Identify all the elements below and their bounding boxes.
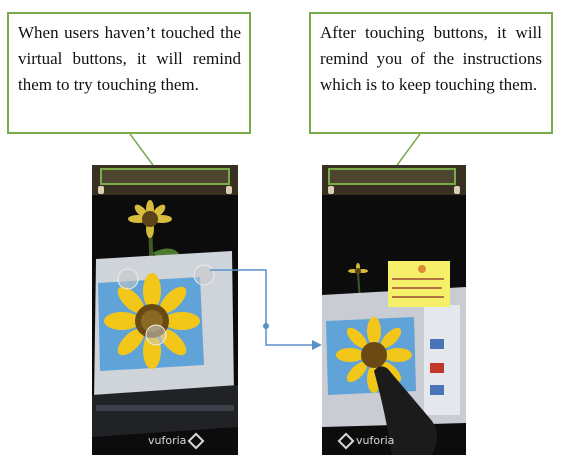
left-mini-button[interactable]	[328, 186, 334, 194]
callout-untouched-text: When users haven’t touched the virtual b…	[18, 23, 241, 94]
phone-screenshot-after: vuforia	[322, 165, 466, 455]
callout-touched: After touching buttons, it will remind y…	[309, 12, 553, 134]
virtual-button-2	[193, 264, 215, 286]
right-mini-button[interactable]	[226, 186, 232, 194]
virtual-button-3	[145, 324, 167, 346]
camera-view	[322, 261, 466, 455]
phone-screenshot-before: vuforia	[92, 165, 238, 455]
reminder-banner	[100, 168, 230, 185]
callout-untouched: When users haven’t touched the virtual b…	[7, 12, 251, 134]
vuforia-watermark: vuforia	[336, 432, 395, 449]
virtual-button-1	[117, 268, 139, 290]
virtual-flower	[348, 263, 368, 302]
instruction-banner	[328, 168, 456, 185]
callout-touched-text: After touching buttons, it will remind y…	[320, 23, 542, 94]
vuforia-watermark: vuforia	[148, 432, 206, 449]
camera-view	[92, 200, 238, 437]
sunflower-image	[336, 317, 412, 393]
finger	[374, 366, 437, 455]
vuforia-text: vuforia	[356, 434, 395, 447]
left-mini-button[interactable]	[98, 186, 104, 194]
right-mini-button[interactable]	[454, 186, 460, 194]
vuforia-text: vuforia	[148, 434, 187, 447]
